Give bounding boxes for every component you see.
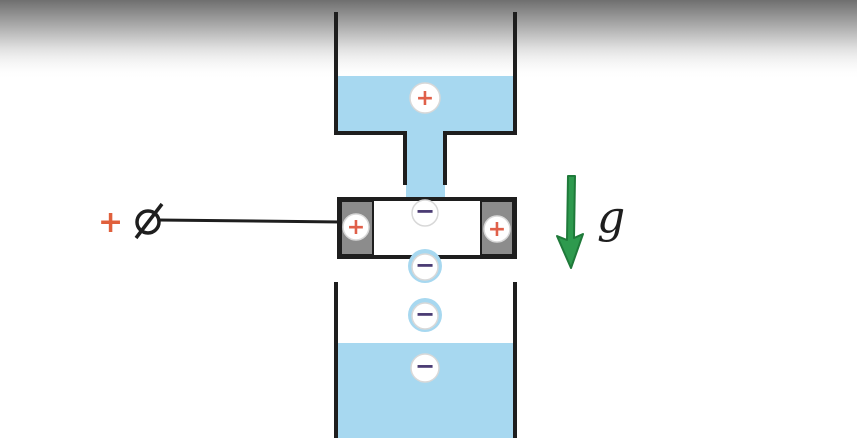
charge-sign: + [416,86,434,111]
top-container-wall [334,12,517,185]
charge-sign: − [415,300,435,328]
background-shade [0,0,857,80]
wire-connection: + ∅ [98,202,342,240]
charge-badge-ring-left: + [342,213,370,241]
charge-badge-bottom-reservoir: − [410,352,440,383]
potential-plus-label: + [98,205,123,240]
down-arrow-icon [556,175,584,269]
charge-sign: + [488,217,506,242]
gravity-indicator: g [556,175,625,269]
charge-badge-top-reservoir: + [409,82,441,114]
slashed-circle-icon [134,202,164,240]
charge-badges: + + + − − − − [342,82,511,383]
charge-sign: − [415,352,435,380]
top-spout-water [406,125,445,200]
charge-sign: − [415,197,435,225]
wire [157,218,342,224]
charge-badge-drop-3: − [411,300,439,330]
gravity-label: g [597,192,625,243]
charge-sign: + [347,215,365,240]
charge-badge-drop-2: − [411,251,439,281]
charge-badge-ring-right: + [483,215,511,243]
charge-badge-drop-1: − [411,197,439,227]
charge-sign: − [415,251,435,279]
bottom-container-wall [334,282,517,438]
